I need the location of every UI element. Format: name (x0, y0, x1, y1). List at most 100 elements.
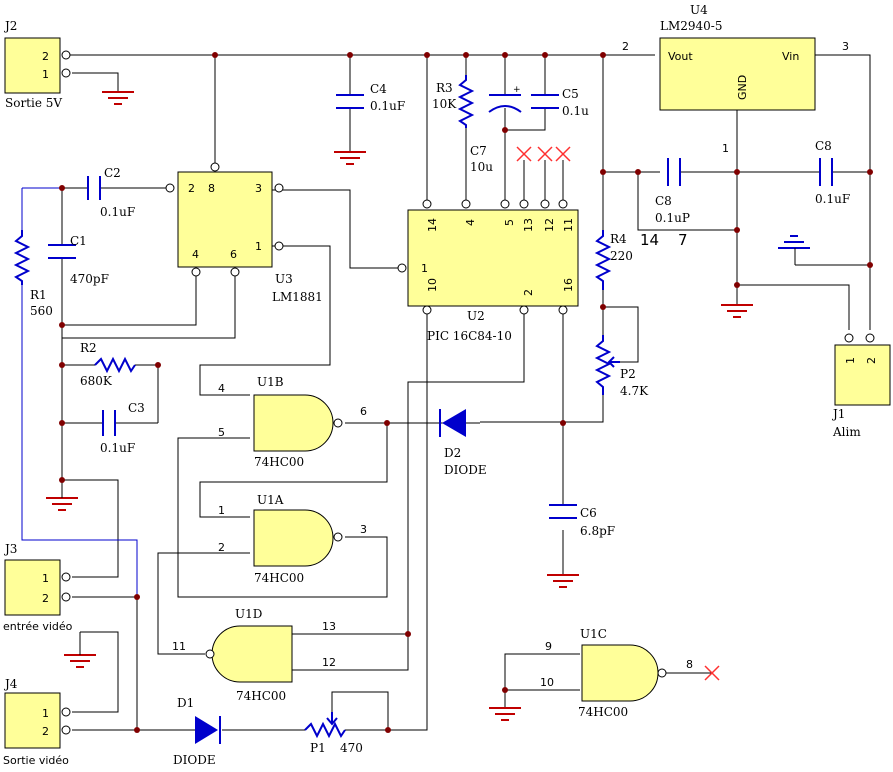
capacitor-c3 (102, 410, 116, 436)
j2-ref: J2 (3, 19, 17, 33)
c8b-value: 0.1uF (815, 192, 850, 206)
j1-label: Alim (832, 425, 861, 439)
capacitor-c2 (87, 176, 101, 200)
u3-part: LM1881 (272, 290, 323, 304)
d1-ref: D1 (177, 696, 194, 710)
j3-ref: J3 (3, 542, 17, 556)
u1a-pin1: 1 (218, 504, 225, 517)
c1-ref: C1 (70, 234, 87, 248)
mark-7: 7 (678, 231, 688, 249)
r2-value: 680K (80, 374, 113, 388)
r4-value: 220 (610, 249, 633, 263)
j4-label: Sortie vidéo (3, 754, 69, 767)
labels: J2 2 1 Sortie 5V J3 1 2 entrée vidéo J4 … (3, 3, 878, 767)
resistor-r1 (13, 230, 31, 285)
u3-pin2: 2 (188, 182, 195, 195)
c4-ref: C4 (370, 82, 387, 96)
u3-ref: U3 (275, 272, 293, 286)
u1d-pin11: 11 (172, 640, 186, 653)
u2-pin4: 4 (464, 219, 477, 226)
r1-value: 560 (30, 304, 53, 318)
ic-u2 (397, 199, 579, 315)
c5-value: 0.1u (562, 104, 589, 118)
u4-vout: Vout (668, 50, 693, 63)
u1a-part: 74HC00 (254, 571, 304, 585)
u4-pin2: 2 (622, 40, 629, 53)
u4-pin3: 3 (842, 40, 849, 53)
c2-value: 0.1uF (100, 205, 135, 219)
c8a-value: 0.1uP (655, 211, 690, 225)
u4-gnd: GND (736, 75, 749, 100)
u1c-ref: U1C (580, 627, 607, 641)
j3-pin2: 2 (42, 592, 49, 605)
j4-pin1: 1 (42, 707, 49, 720)
u1d-part: 74HC00 (236, 689, 286, 703)
capacitor-c1 (48, 244, 76, 259)
u3-pin8: 8 (208, 182, 215, 195)
p2-ref: P2 (620, 367, 636, 381)
diode-d2 (439, 409, 466, 437)
u3-pin4: 4 (192, 248, 199, 261)
c4-value: 0.1uF (370, 99, 405, 113)
capacitor-c5 (531, 94, 559, 109)
gate-u1b (253, 394, 343, 452)
j4-pin2: 2 (42, 725, 49, 738)
svg-text:+: + (513, 85, 521, 95)
c7-value: 10u (470, 160, 493, 174)
j3-pin1: 1 (42, 572, 49, 585)
junction-dots (59, 52, 873, 733)
ic-u3 (165, 162, 284, 277)
r3-ref: R3 (436, 81, 453, 95)
d2-ref: D2 (444, 446, 461, 460)
connector-j1 (834, 333, 891, 406)
potentiometer-p2 (594, 335, 620, 395)
j2-label: Sortie 5V (5, 96, 62, 110)
u1c-pin8: 8 (686, 658, 693, 671)
c7-ref: C7 (470, 144, 487, 158)
potentiometer-p1 (304, 712, 346, 739)
u2-pin11: 11 (562, 218, 575, 232)
u2-pin10: 10 (426, 278, 439, 292)
j3-label: entrée vidéo (3, 620, 73, 633)
d2-value: DIODE (444, 463, 487, 477)
u4-part: LM2940-5 (660, 19, 722, 33)
j1-pin2: 2 (865, 357, 878, 364)
u4-vin: Vin (782, 50, 799, 63)
capacitor-c4 (336, 94, 364, 109)
u3-pin3: 3 (255, 182, 262, 195)
u1b-pin4: 4 (218, 382, 225, 395)
connector-j3 (4, 559, 71, 616)
c3-ref: C3 (128, 401, 145, 415)
u2-pin13: 13 (522, 218, 535, 232)
u2-pin16: 16 (562, 278, 575, 292)
c8b-ref: C8 (815, 139, 832, 153)
u1a-pin2: 2 (218, 541, 225, 554)
u1b-ref: U1B (257, 375, 284, 389)
resistor-r3 (457, 75, 475, 128)
u1d-ref: U1D (235, 607, 262, 621)
u1b-pin5: 5 (218, 426, 225, 439)
j2-pin1: 1 (42, 68, 49, 81)
u2-pin5: 5 (503, 219, 516, 226)
capacitor-c8a (667, 158, 681, 186)
gate-u1c (581, 644, 667, 702)
gate-u1a (253, 509, 343, 567)
u2-ref: U2 (467, 309, 485, 323)
u2-pin2: 2 (522, 289, 535, 296)
capacitor-c7: + (488, 85, 522, 113)
r3-value: 10K (432, 97, 457, 111)
u1d-pin13: 13 (322, 620, 336, 633)
u3-pin1: 1 (255, 240, 262, 253)
u1d-pin12: 12 (322, 656, 336, 669)
c2-ref: C2 (104, 166, 121, 180)
r1-ref: R1 (30, 288, 47, 302)
wires (61, 54, 871, 731)
connector-j2 (4, 37, 71, 94)
r4-ref: R4 (610, 232, 627, 246)
u2-part: PIC 16C84-10 (427, 329, 512, 343)
mark-14: 14 (640, 231, 659, 249)
c8a-ref: C8 (655, 194, 672, 208)
p1-value: 470 (340, 741, 363, 755)
